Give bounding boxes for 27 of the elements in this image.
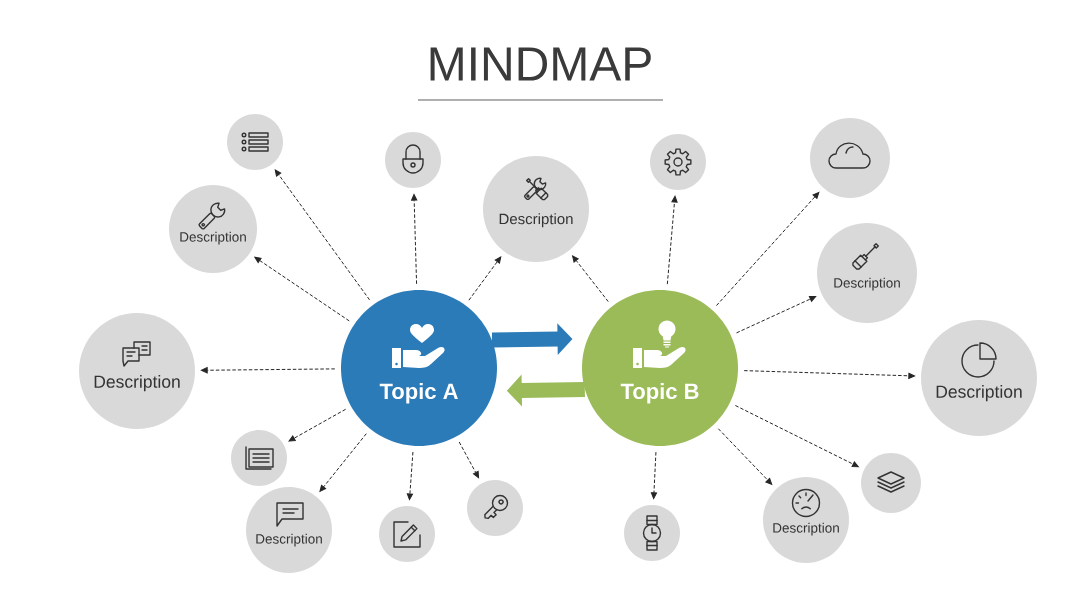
dashed-arrow <box>411 193 418 285</box>
dashed-arrow <box>254 256 350 322</box>
icon-circle <box>624 505 680 561</box>
dashed-arrow <box>468 256 502 301</box>
dashed-arrow <box>406 451 414 501</box>
dashed-arrow <box>666 195 678 285</box>
dashed-arrow <box>716 191 820 307</box>
icon-circle <box>650 134 706 190</box>
icon-circle <box>231 430 287 486</box>
dashed-arrow <box>200 367 336 374</box>
icon-circle <box>467 480 523 536</box>
dashed-arrow <box>572 255 609 303</box>
icon-circle <box>227 114 283 170</box>
dashed-arrow <box>736 296 817 334</box>
icon-circle <box>379 506 435 562</box>
icon-circle <box>385 132 441 188</box>
dashed-arrow <box>288 408 347 442</box>
dashed-arrow <box>650 451 658 500</box>
title: MINDMAP <box>430 47 651 81</box>
dashed-arrow <box>743 370 916 379</box>
icon-circle <box>861 453 921 513</box>
dashed-arrow <box>458 441 480 479</box>
dashed-arrow <box>319 433 367 492</box>
icon-circle <box>810 118 890 198</box>
dashed-arrow <box>734 405 859 468</box>
dashed-arrow <box>274 169 371 301</box>
dashed-arrow <box>717 428 773 485</box>
